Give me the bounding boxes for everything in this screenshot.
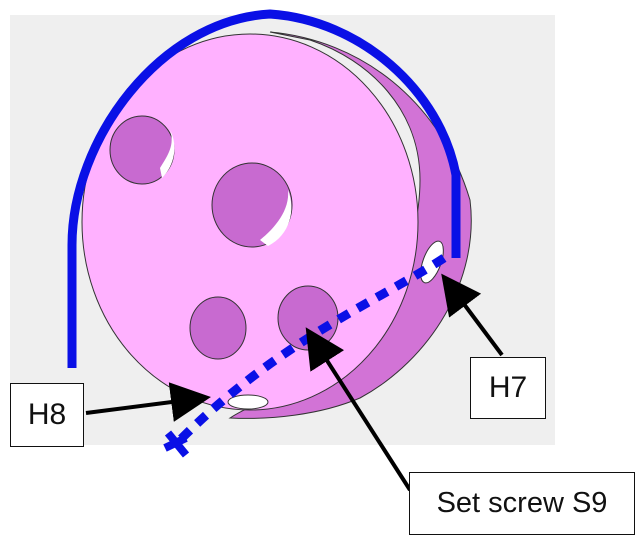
callout-h7: H7 (470, 357, 546, 419)
face-holes (109, 115, 339, 360)
callout-h8: H8 (10, 383, 84, 447)
arrow-h7 (441, 273, 504, 357)
arrow-h8 (85, 382, 211, 422)
side-hole-h8 (227, 394, 269, 410)
face-hole-center (211, 162, 293, 248)
cross-marker (163, 430, 190, 458)
callout-set-screw: Set screw S9 (409, 472, 635, 535)
face-hole-lower-left (189, 296, 247, 360)
blue-path-solid (67, 9, 461, 368)
arrow-set-screw (305, 327, 412, 492)
